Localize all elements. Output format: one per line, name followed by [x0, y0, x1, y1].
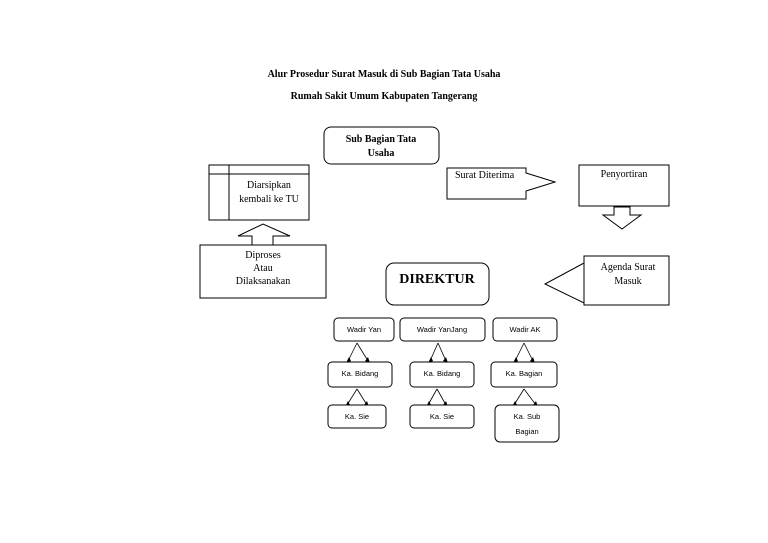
surat-diterima-label: Surat Diterima — [455, 170, 515, 181]
ka-bidang-2-label: Ka. Bidang — [424, 369, 461, 378]
diproses-line-2: Atau — [253, 263, 272, 274]
wadir-yanjang-label: Wadir YanJang — [417, 325, 467, 334]
sub-bagian-tu-node: Sub Bagian Tata Usaha — [323, 126, 440, 165]
direktur-label: DIREKTUR — [399, 272, 475, 287]
sub-bagian-tu-line-2: Usaha — [368, 148, 395, 159]
up-arrow-icon — [237, 223, 291, 246]
down-arrow-icon — [601, 206, 643, 230]
diproses-line-3: Dilaksanakan — [236, 276, 290, 287]
ka-sie-1-label: Ka. Sie — [345, 412, 369, 421]
penyortiran-label: Penyortiran — [601, 169, 648, 180]
sub-bagian-tu-line-1: Sub Bagian Tata — [346, 134, 417, 145]
ka-sub-bagian-line-1: Ka. Sub — [514, 412, 541, 421]
diproses-node: Diproses Atau Dilaksanakan — [199, 244, 327, 299]
ka-sub-bagian-line-2: Bagian — [515, 427, 538, 436]
direktur-node: DIREKTUR — [385, 262, 490, 306]
agenda-line-1: Agenda Surat — [601, 262, 656, 273]
diarsipkan-node: Diarsipkan kembali ke TU — [208, 164, 310, 221]
right-arrow-icon — [446, 167, 557, 200]
wadir-ak-label: Wadir AK — [510, 325, 541, 334]
agenda-line-2: Masuk — [614, 276, 641, 287]
title-line-2: Rumah Sakit Umum Kabupaten Tangerang — [291, 91, 478, 102]
ka-sie-2-label: Ka. Sie — [430, 412, 454, 421]
org-chart: Wadir Yan Wadir YanJang Wadir AK Ka. Bid… — [327, 317, 560, 443]
agenda-surat-masuk-node: Agenda Surat Masuk — [583, 255, 670, 306]
penyortiran-node: Penyortiran — [578, 164, 670, 207]
diagram-title: Alur Prosedur Surat Masuk di Sub Bagian … — [268, 69, 501, 102]
diarsipkan-line-2: kembali ke TU — [239, 194, 300, 205]
title-line-1: Alur Prosedur Surat Masuk di Sub Bagian … — [268, 69, 501, 80]
wadir-yan-label: Wadir Yan — [347, 325, 381, 334]
diproses-line-1: Diproses — [245, 250, 281, 261]
left-arrow-icon — [543, 262, 585, 304]
surat-diterima-node: Surat Diterima — [446, 167, 557, 200]
ka-bidang-1-label: Ka. Bidang — [342, 369, 379, 378]
diarsipkan-line-1: Diarsipkan — [247, 180, 291, 191]
ka-bagian-label: Ka. Bagian — [506, 369, 543, 378]
